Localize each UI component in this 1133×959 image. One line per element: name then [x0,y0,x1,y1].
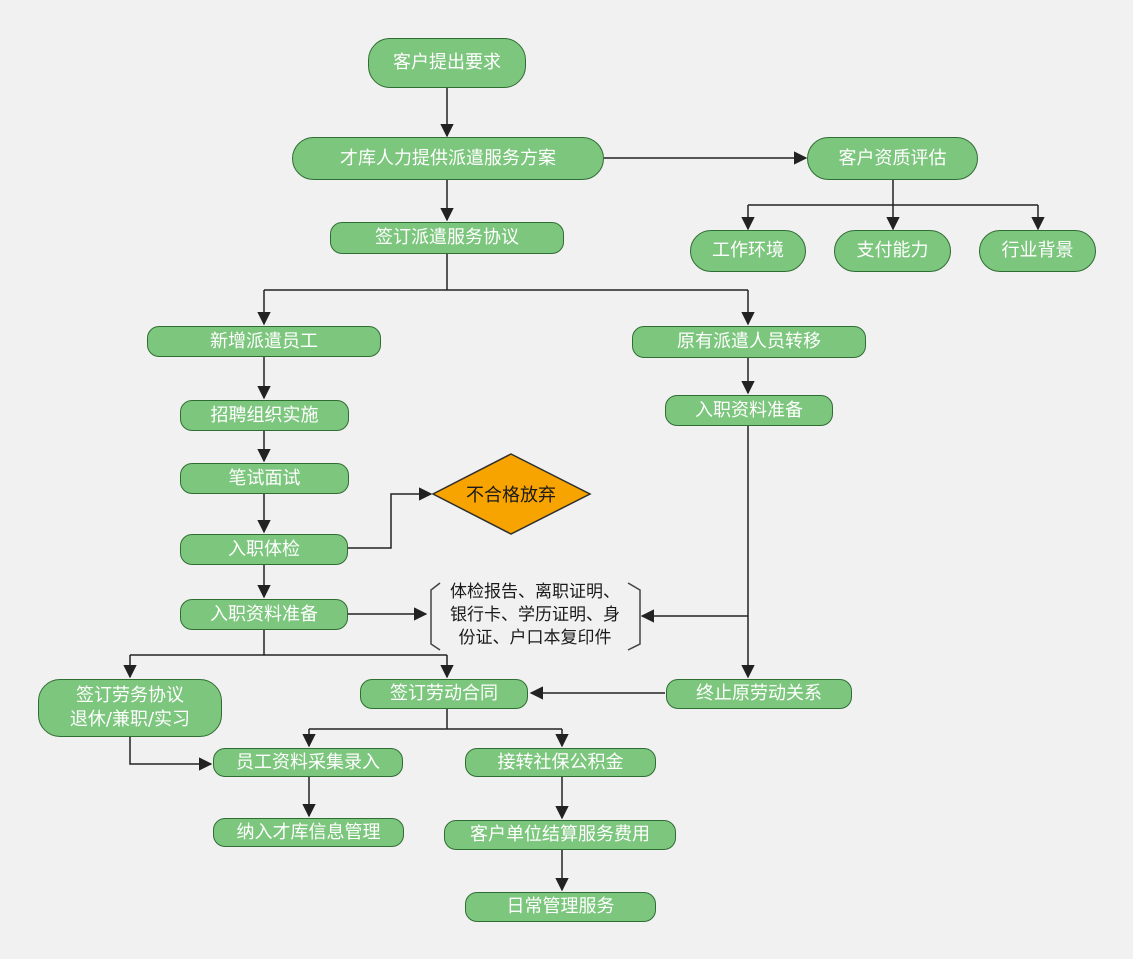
decision-diamond [431,453,592,535]
node-entry-docs-left: 入职资料准备 [180,599,348,630]
edge-qualify-branches [748,180,1038,206]
node-terminate: 终止原劳动关系 [666,679,852,709]
node-work-env: 工作环境 [690,230,806,272]
node-data-entry: 员工资料采集录入 [213,748,403,777]
node-plan: 才库人力提供派遣服务方案 [292,137,604,180]
edge-medical-reject [348,487,433,549]
node-daily-service: 日常管理服务 [465,892,656,922]
node-docs-list: 体检报告、离职证明、 银行卡、学历证明、身 份证、户口本复印件 [450,581,620,648]
edge-laborcontract-split [309,709,562,730]
node-entry-docs-right: 入职资料准备 [665,395,833,426]
edge-agreement-branch [264,254,748,291]
node-new-staff: 新增派遣员工 [147,326,381,357]
node-labor-contract: 签订劳动合同 [360,679,528,709]
node-labor-service: 签订劳务协议 退休/兼职/实习 [38,679,222,737]
node-qualify: 客户资质评估 [807,137,978,180]
edge-entrydocs-split [130,630,447,656]
node-info-mgmt: 纳入才库信息管理 [213,818,404,847]
edge-laborservice-dataentry [129,737,213,771]
node-industry: 行业背景 [979,230,1096,272]
docs-bracket-right [627,582,641,651]
node-settlement: 客户单位结算服务费用 [444,820,676,850]
node-agreement: 签订派遣服务协议 [330,222,564,254]
node-recruit: 招聘组织实施 [180,400,349,431]
node-social-security: 接转社保公积金 [465,748,656,777]
node-transfer: 原有派遣人员转移 [632,326,866,358]
node-request: 客户提出要求 [368,38,526,88]
node-pay-ability: 支付能力 [834,230,951,272]
docs-bracket-left [430,582,441,651]
node-medical: 入职体检 [180,534,348,565]
node-reject: 不合格放弃 [466,485,556,506]
node-interview: 笔试面试 [180,463,349,494]
